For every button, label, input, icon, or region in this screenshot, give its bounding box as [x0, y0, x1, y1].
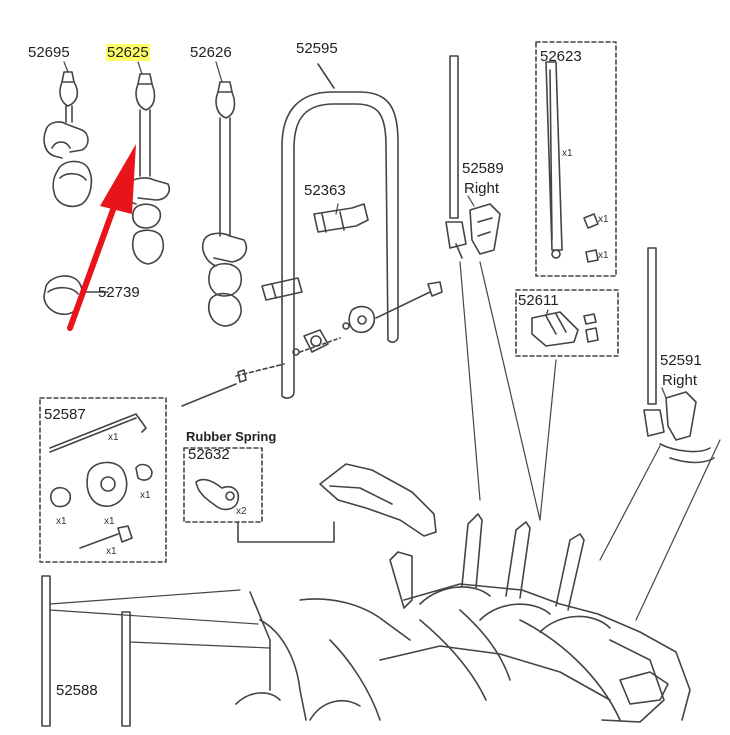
label-52626: 52626 — [190, 44, 232, 61]
qty-52587-key: x1 — [108, 432, 119, 443]
part-52587-kit — [39, 397, 167, 563]
label-52695: 52695 — [28, 44, 70, 61]
pointer-arrow — [67, 144, 136, 331]
part-52595-frame — [281, 63, 399, 399]
qty-52623-strap: x1 — [562, 148, 573, 159]
label-52589-side: Right — [464, 180, 500, 197]
qty-52632-spring: x2 — [236, 506, 247, 517]
label-52623: 52623 — [540, 48, 582, 65]
label-52611: 52611 — [518, 292, 559, 309]
label-52587: 52587 — [44, 406, 86, 423]
part-52363-buckle — [261, 203, 369, 301]
part-52632-spring — [183, 447, 335, 543]
part-52589-arm — [445, 55, 501, 259]
leader-lines — [49, 61, 721, 649]
label-rubber-spring: Rubber Spring — [186, 429, 277, 444]
qty-52623-screw: x1 — [598, 250, 609, 261]
label-52591-side: Right — [662, 372, 698, 389]
part-52626-rod-assembly — [201, 81, 248, 327]
part-52611-latch — [515, 289, 619, 357]
label-52588: 52588 — [56, 682, 98, 699]
label-52625: 52625 — [106, 44, 150, 61]
qty-52587-bolt: x1 — [106, 546, 117, 557]
lower-rack-assembly — [235, 463, 691, 723]
part-52591-arm — [643, 247, 715, 464]
part-52695-clamp — [43, 71, 93, 208]
label-52625-highlight: 52625 — [106, 44, 150, 61]
label-52739: 52739 — [98, 284, 140, 301]
qty-52587-knob: x1 — [104, 516, 115, 527]
label-52591: 52591 — [660, 352, 702, 369]
part-52588-rods — [41, 575, 131, 727]
qty-52587-spacer: x1 — [56, 516, 67, 527]
fastener-row — [181, 281, 443, 407]
label-52595: 52595 — [296, 40, 338, 57]
label-52632: 52632 — [188, 446, 230, 463]
label-52589: 52589 — [462, 160, 504, 177]
qty-52587-washer: x1 — [140, 490, 151, 501]
qty-52623-clip: x1 — [598, 214, 609, 225]
label-52363: 52363 — [304, 182, 346, 199]
part-52623-strap — [535, 41, 617, 277]
